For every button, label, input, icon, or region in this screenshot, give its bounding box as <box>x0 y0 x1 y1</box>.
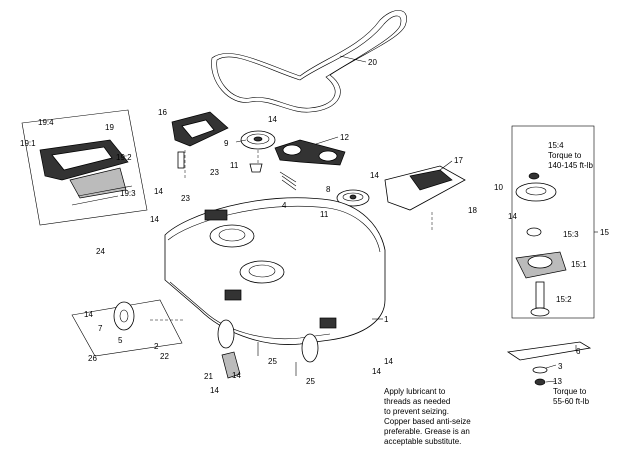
pulley-8 <box>336 189 370 207</box>
note-lubricant-2: threads as needed <box>384 397 450 406</box>
callout-19-1: 19:1 <box>20 139 36 148</box>
callout-16: 16 <box>158 108 167 117</box>
callout-11-a: 11 <box>230 161 239 170</box>
callout-7: 7 <box>98 324 103 333</box>
blade-6 <box>506 341 592 386</box>
callout-19-4: 19:4 <box>38 118 54 127</box>
note-lubricant-3: to prevent seizing. <box>384 407 449 416</box>
callout-25-a: 25 <box>268 357 277 366</box>
cover-assembly-19 <box>21 109 148 226</box>
callout-14-left: 14 <box>154 187 163 196</box>
spindle-assembly-15 <box>511 125 595 319</box>
callout-14-top: 14 <box>268 115 277 124</box>
note-lubricant-1: Apply lubricant to <box>384 387 446 396</box>
callout-9: 9 <box>224 139 229 148</box>
callout-21: 21 <box>204 372 213 381</box>
note-torque-upper-2: 140-145 ft-lb <box>548 161 593 170</box>
callout-12: 12 <box>340 133 349 142</box>
callout-15-2: 15:2 <box>556 295 572 304</box>
callout-13: 13 <box>553 377 562 386</box>
callout-19-3: 19:3 <box>120 189 136 198</box>
callout-14-wheel-a: 14 <box>84 310 93 319</box>
pulley-cover-16 <box>171 111 229 180</box>
bolts-25 <box>257 342 297 376</box>
callout-10: 10 <box>494 183 503 192</box>
callout-14-right-b: 14 <box>372 367 381 376</box>
callout-14-right-a: 14 <box>384 357 393 366</box>
bracket-21 <box>221 351 241 379</box>
callout-24: 24 <box>96 247 105 256</box>
note-lubricant-6: acceptable substitute. <box>384 437 461 446</box>
idler-arm-12 <box>274 139 346 166</box>
callout-18: 18 <box>468 206 477 215</box>
callout-5: 5 <box>118 336 123 345</box>
callout-2: 2 <box>154 342 159 351</box>
callout-14-left-b: 14 <box>150 215 159 224</box>
callout-11-b: 11 <box>320 210 329 219</box>
pulley-9 <box>240 130 276 170</box>
callout-20: 20 <box>368 58 377 67</box>
callout-15-3: 15:3 <box>563 230 579 239</box>
lubricant-note: Apply lubricant to threads as needed to … <box>384 387 471 446</box>
callout-25-b: 25 <box>306 377 315 386</box>
callout-14-bottom-b: 14 <box>232 371 241 380</box>
callout-4: 4 <box>282 201 287 210</box>
callout-15-4: 15:4 <box>548 141 564 150</box>
note-torque-upper-1: Torque to <box>548 151 582 160</box>
callout-19: 19 <box>105 123 114 132</box>
belt-20 <box>211 10 407 113</box>
callout-14-mid: 14 <box>370 171 379 180</box>
callout-23-a: 23 <box>210 168 219 177</box>
leader-lines <box>235 55 598 383</box>
callout-22: 22 <box>160 352 169 361</box>
callout-8: 8 <box>326 185 331 194</box>
mower-deck-1 <box>164 197 386 363</box>
callout-19-2: 19:2 <box>116 153 132 162</box>
callouts: 20 19:4 19 19:1 19:2 19:3 16 9 14 12 11 … <box>20 58 609 406</box>
callout-23-b: 23 <box>181 194 190 203</box>
callout-6: 6 <box>576 347 581 356</box>
callout-3: 3 <box>558 362 563 371</box>
callout-15: 15 <box>600 228 609 237</box>
note-lubricant-5: preferable. Grease is an <box>384 427 470 436</box>
callout-1: 1 <box>384 315 389 324</box>
callout-26: 26 <box>88 354 97 363</box>
callout-17: 17 <box>454 156 463 165</box>
callout-15-1: 15:1 <box>571 260 587 269</box>
callout-14-spindle: 14 <box>508 212 517 221</box>
callout-14-bottom-a: 14 <box>210 386 219 395</box>
note-torque-lower-1: Torque to <box>553 387 587 396</box>
note-lubricant-4: Copper based anti-seize <box>384 417 471 426</box>
pulley-cover-17 <box>384 165 466 232</box>
caster-wheel-26 <box>71 299 185 357</box>
note-torque-lower-2: 55-60 ft-lb <box>553 397 590 406</box>
